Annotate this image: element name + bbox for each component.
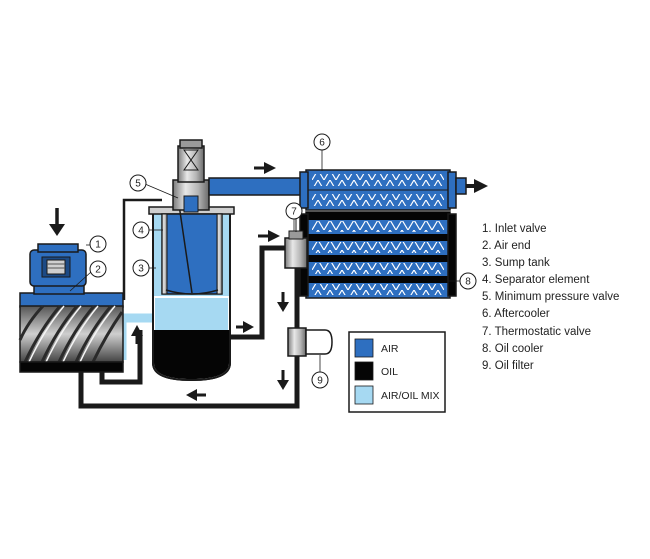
svg-text:8: 8 xyxy=(465,277,471,288)
callout-leaders xyxy=(69,149,461,372)
part-sump-tank: 3. Sump tank xyxy=(482,257,550,270)
svg-text:4: 4 xyxy=(138,226,144,237)
legend-label-air: AIR xyxy=(381,343,399,355)
separator-element xyxy=(161,197,223,295)
svg-text:1: 1 xyxy=(95,240,101,251)
oil-filter xyxy=(287,327,333,357)
callout-1: 1 xyxy=(89,235,107,253)
oil-lines xyxy=(78,245,300,409)
callout-9: 9 xyxy=(311,371,329,389)
legend-label-oil: OIL xyxy=(381,366,398,378)
thermostatic-valve xyxy=(284,218,308,269)
svg-text:5: 5 xyxy=(135,179,141,190)
air-discharge-pipe xyxy=(208,177,310,196)
legend-swatch-oil xyxy=(354,361,374,381)
part-oil-cooler: 8. Oil cooler xyxy=(482,342,544,355)
air-flow-arrow-top xyxy=(254,162,276,174)
svg-text:9: 9 xyxy=(317,376,323,387)
oil-return-line xyxy=(122,198,162,300)
inlet-valve xyxy=(29,243,87,295)
callout-5: 5 xyxy=(129,174,147,192)
air-end xyxy=(18,292,124,373)
svg-text:7: 7 xyxy=(291,207,297,218)
legend-swatch-mix xyxy=(354,385,374,405)
part-aftercooler: 6. Aftercooler xyxy=(482,308,550,321)
legend: AIR OIL AIR/OIL MIX xyxy=(348,331,446,413)
flow-arrows xyxy=(131,292,289,401)
legend-label-mix: AIR/OIL MIX xyxy=(381,390,440,402)
part-air-end: 2. Air end xyxy=(482,240,531,253)
part-thermostatic-valve: 7. Thermostatic valve xyxy=(482,325,592,338)
part-inlet-valve: 1. Inlet valve xyxy=(482,223,547,235)
svg-text:6: 6 xyxy=(319,138,325,149)
callout-6: 6 xyxy=(313,133,331,151)
callout-7: 7 xyxy=(285,202,303,220)
aftercooler xyxy=(299,169,467,211)
part-separator-element: 4. Separator element xyxy=(482,274,590,287)
callout-4: 4 xyxy=(132,221,150,239)
part-oil-filter: 9. Oil filter xyxy=(482,359,534,372)
legend-swatch-air xyxy=(354,338,374,358)
svg-text:2: 2 xyxy=(95,265,101,276)
parts-list: 1. Inlet valve 2. Air end 3. Sump tank 4… xyxy=(482,221,619,375)
inlet-arrow xyxy=(49,208,65,236)
oil-flow-arrow-valve xyxy=(258,230,280,242)
svg-text:3: 3 xyxy=(138,264,144,275)
oil-cooler xyxy=(299,211,457,299)
callout-8: 8 xyxy=(459,272,477,290)
callout-3: 3 xyxy=(132,259,150,277)
minimum-pressure-valve xyxy=(172,139,210,213)
callout-2: 2 xyxy=(89,260,107,278)
air-outlet-arrow xyxy=(466,179,488,193)
part-minimum-pressure-valve: 5. Minimum pressure valve xyxy=(482,291,620,304)
